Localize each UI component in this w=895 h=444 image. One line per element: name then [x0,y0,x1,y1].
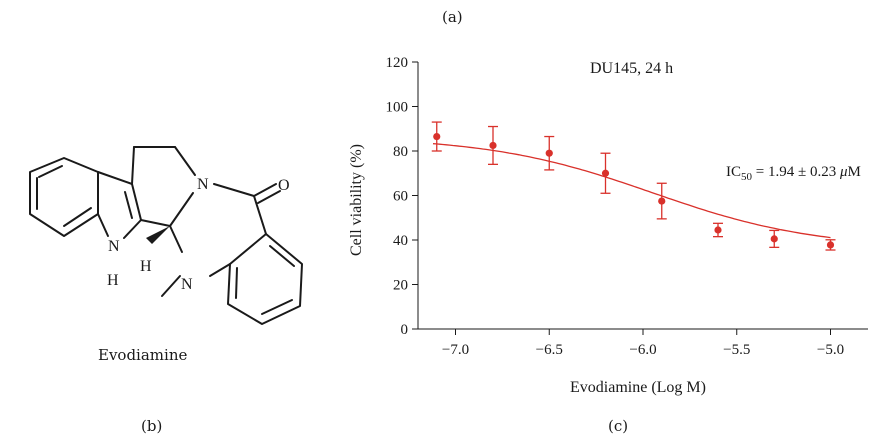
atom-n-methyl: N [181,276,193,293]
aromatic-double-bond [63,207,92,227]
ic50-prefix: IC [726,164,741,180]
x-ticks: −7.0 −6.5 −6.0 −5.5 −5.0 [442,329,844,358]
bond [174,146,196,176]
y-tick-label: 100 [386,100,409,116]
atom-h-indole: H [107,272,119,289]
aromatic-double-bond [235,267,238,299]
viability-chart: 0 20 40 60 80 100 120 −7.0 −6.5 −6.0 −5.5 −5.0 DU1… [348,55,868,396]
data-point [545,149,553,157]
x-tick-label: −5.5 [723,342,750,358]
y-tick-label: 60 [393,189,408,205]
methyl-bond [161,275,181,297]
x-tick-label: −6.0 [629,342,656,358]
bond [123,219,142,239]
bond [131,146,135,185]
bond [97,213,109,237]
aromatic-double-bond [261,299,293,315]
bond [169,225,183,253]
aromatic-double-bond [269,245,295,267]
quinazolinone-benzene-ring [227,233,303,325]
data-point [770,235,778,243]
y-axis-title: Cell viability (%) [348,144,365,256]
bond [209,263,231,277]
carbonyl-double-bond [253,183,277,197]
y-tick-label: 0 [401,322,409,338]
y-ticks: 0 20 40 60 80 100 120 [386,55,418,338]
ic50-annotation: IC50 = 1.94 ± 0.23 μM [726,164,861,183]
wedge-bond [146,226,170,244]
bond [253,195,267,235]
data-point [601,169,610,177]
bond [131,183,142,221]
compound-name: Evodiamine [98,346,188,364]
bond [140,219,171,227]
panel-c-label: (c) [608,417,629,435]
data-point [433,132,441,141]
x-axis-title: Evodiamine (Log M) [570,379,706,396]
y-tick-label: 80 [393,144,408,160]
y-tick-label: 40 [393,233,408,249]
data-point [826,241,835,249]
x-tick-label: −5.0 [817,342,844,358]
bond [97,171,133,185]
y-tick-label: 120 [386,55,409,71]
evodiamine-structure: N O N H H N [29,146,303,325]
ic50-subscript: 50 [741,171,753,183]
panel-a-label: (a) [442,8,463,26]
aromatic-double-bond [124,191,133,219]
data-point [489,141,497,150]
fit-curve [432,143,831,239]
ic50-unit-mu: μ [839,164,848,180]
x-tick-label: −6.5 [536,342,563,358]
ic50-unit: M [847,164,860,180]
bond [213,183,255,197]
ic50-value: = 1.94 ± 0.23 [752,164,840,180]
x-tick-label: −7.0 [442,342,469,358]
atom-n-indole: N [108,238,120,255]
carbonyl-double-bond [257,190,281,204]
atom-h-stereo: H [140,258,152,275]
chart-title: DU145, 24 h [590,60,673,77]
atom-n-amide: N [197,176,209,193]
atom-oxygen: O [278,177,290,194]
data-point [658,197,666,205]
panel-b-label: (b) [141,417,163,435]
data-point [714,226,722,234]
indole-benzene-ring [29,157,99,237]
aromatic-double-bond [38,165,63,178]
bond [169,192,194,227]
data-points [431,121,836,251]
y-tick-label: 20 [393,278,408,294]
